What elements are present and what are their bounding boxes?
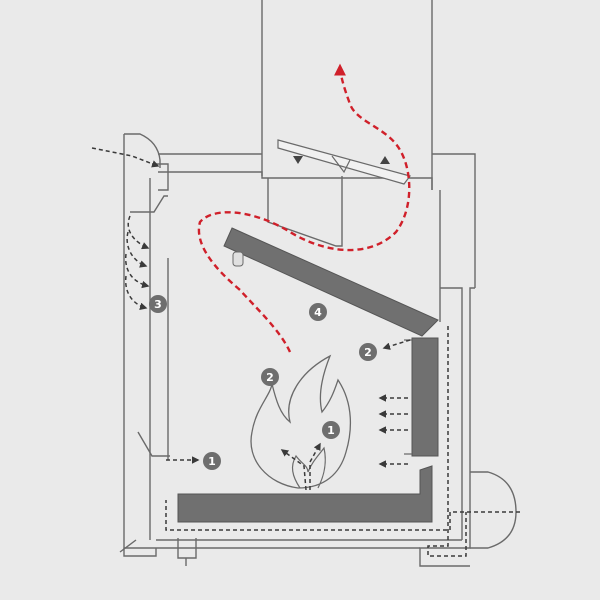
right-casing [440, 287, 463, 540]
stove-outline [119, 0, 517, 567]
badge-secondary-air-flame: 2 [261, 368, 279, 386]
badge-primary-air-flame-text: 1 [327, 424, 335, 437]
inner-flame-icon [291, 446, 326, 489]
inner-left-wall [149, 178, 169, 540]
side-glass-panel [411, 337, 439, 457]
badge-secondary-air-right-text: 2 [364, 346, 372, 359]
bottom-plate [156, 539, 462, 549]
flame-icon [250, 354, 352, 489]
flue-damper-hook [331, 155, 351, 174]
front-base [119, 539, 157, 557]
badge-air-wash: 3 [149, 295, 167, 313]
fire-bed [177, 465, 433, 523]
air-slot [130, 195, 168, 213]
badge-smoke-path: 4 [309, 303, 327, 321]
intake-arrow [91, 147, 160, 168]
top-front-lip [152, 163, 169, 191]
flue-damper-lever [277, 139, 412, 185]
badge-air-wash-text: 3 [154, 298, 162, 311]
badge-primary-air-flame: 1 [322, 421, 340, 439]
badge-primary-air-left: 1 [203, 452, 221, 470]
damper-down-arrow [293, 156, 303, 164]
baffle-plate [223, 227, 439, 337]
damper-up-arrow [380, 156, 390, 164]
hot-smoke-path [197, 63, 411, 353]
rear-box [470, 471, 517, 549]
badge-secondary-air-flame-text: 2 [266, 371, 274, 384]
air-flow-paths [91, 147, 520, 557]
side-glass-frame [404, 339, 412, 455]
feet [177, 538, 197, 566]
baffle-knob [232, 251, 244, 267]
outer-right-wall [419, 190, 475, 567]
outer-left-wall [123, 133, 161, 549]
smoke-chamber [267, 176, 343, 247]
badge-secondary-air-right: 2 [359, 343, 377, 361]
badge-primary-air-left-text: 1 [208, 455, 216, 468]
chimney-flue [261, 0, 433, 190]
ash-lip [137, 431, 170, 457]
badge-smoke-path-text: 4 [314, 306, 322, 319]
top-plate [158, 153, 476, 288]
